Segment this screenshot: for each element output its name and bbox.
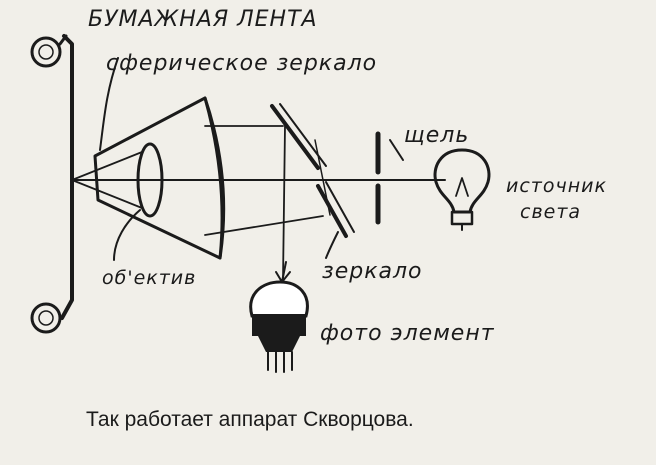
photocell-dome: [249, 280, 309, 318]
label-objective: об'ектив: [102, 267, 196, 289]
label-light-source: источник света: [506, 175, 614, 223]
label-pointers: [99, 57, 339, 261]
upper-mirror-line: [270, 104, 320, 170]
spherical-mirror: [93, 96, 226, 260]
ray-to-photocell: [282, 125, 286, 281]
upper-mirror: [270, 103, 327, 170]
photocell-base: [258, 336, 300, 352]
mirror-cone-outline: [93, 96, 224, 260]
label-light-source-line-1: источник: [506, 175, 607, 197]
lower-mirror-back: [325, 181, 355, 233]
pointer-objective: [113, 209, 141, 261]
label-paper-tape: БУМАЖНАЯ ЛЕНТА: [88, 7, 318, 32]
light-bulb-icon: [433, 148, 491, 231]
figure-caption: Так работает аппарат Скворцова.: [86, 408, 414, 431]
lower-mirror: [316, 181, 355, 238]
top-roller: [30, 36, 62, 68]
label-mirror: зеркало: [322, 259, 423, 284]
mirror-surface: [203, 96, 226, 260]
slit-pointer: [389, 139, 404, 161]
label-photo-element: фото элемент: [320, 321, 495, 346]
label-light-source-line-2: света: [520, 201, 581, 223]
paper-tape: [30, 34, 74, 334]
photocell-arrow: [275, 261, 291, 283]
slit: [375, 131, 404, 225]
light-rays: [71, 125, 446, 281]
photo-element-icon: [249, 261, 309, 373]
bulb-base: [450, 210, 474, 226]
photocell-collar: [252, 314, 306, 336]
top-roller-hub: [38, 44, 54, 60]
bottom-roller-hub: [38, 310, 54, 326]
tape-strip: [60, 34, 74, 320]
ray-lower-focus: [71, 179, 143, 209]
lower-mirror-line: [316, 184, 348, 238]
bulb-filament: [455, 177, 469, 197]
bottom-roller: [30, 302, 62, 334]
pointer-mirror: [325, 231, 339, 259]
pointer-spherical-mirror: [99, 57, 119, 151]
tape-end-top: [58, 34, 68, 46]
upper-mirror-back: [279, 103, 327, 167]
label-slit: щель: [404, 123, 469, 148]
ray-upper-focus: [71, 151, 143, 181]
label-spherical-mirror: сферическое зеркало: [106, 51, 377, 76]
ray-lower-horizontal: [204, 215, 324, 236]
